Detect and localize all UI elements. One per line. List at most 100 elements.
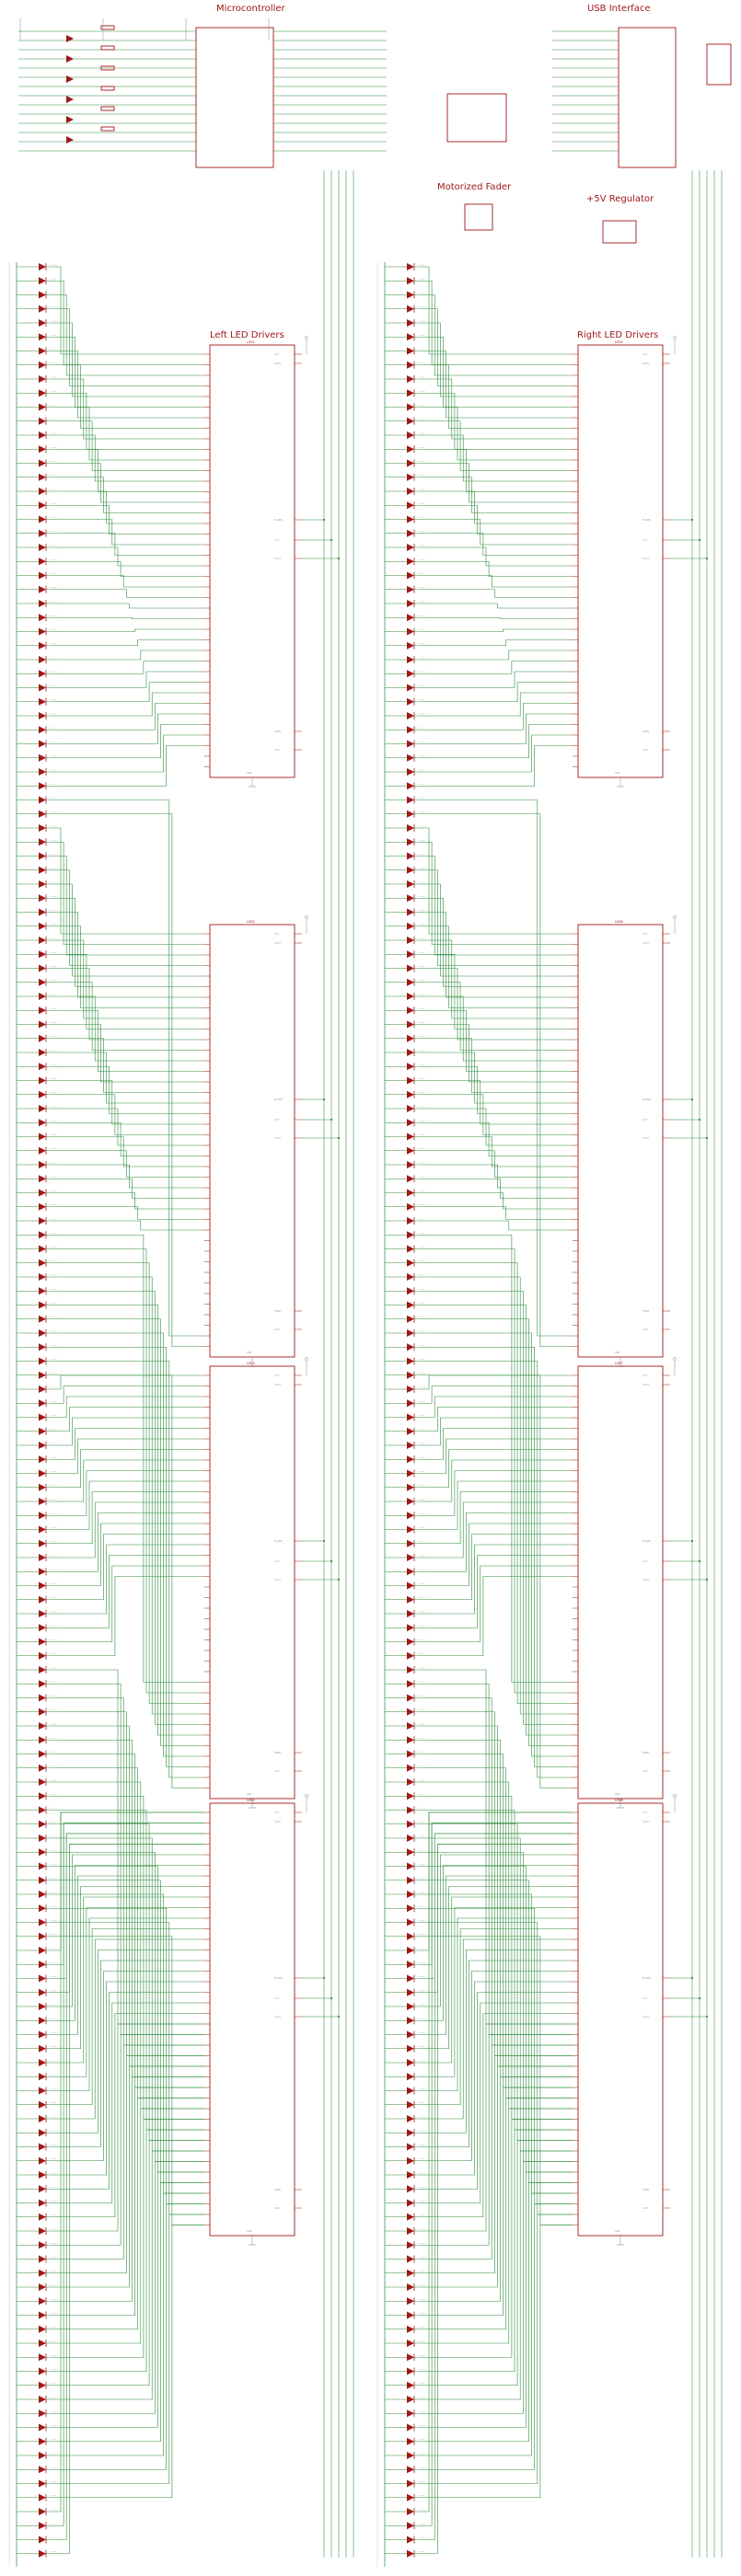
led-icon xyxy=(39,2493,46,2501)
led-icon xyxy=(39,1680,46,1688)
led-icon xyxy=(407,2340,414,2347)
right-led xyxy=(385,1357,573,1778)
led-icon xyxy=(39,2255,46,2263)
led-output-wire xyxy=(46,266,204,355)
led-icon xyxy=(407,1651,414,1660)
title-microcontroller: Microcontroller xyxy=(216,4,286,14)
led-icon xyxy=(407,740,414,748)
left-led xyxy=(17,1928,204,2109)
led-output-wire xyxy=(414,1711,573,2056)
led-output-wire xyxy=(46,1754,204,2088)
right-led xyxy=(385,1938,573,2122)
right-led xyxy=(385,291,573,376)
left-led xyxy=(17,1119,204,1156)
left-led xyxy=(17,361,204,429)
led-icon xyxy=(407,810,414,818)
left-led xyxy=(17,1576,204,1660)
left-led xyxy=(17,614,204,622)
led-icon xyxy=(407,2213,414,2221)
led-icon xyxy=(407,726,414,734)
driver-chip-label: LED2 xyxy=(247,920,255,924)
led-icon xyxy=(407,2241,414,2249)
led-icon xyxy=(39,1961,46,1969)
left-led xyxy=(17,2150,204,2403)
left-led xyxy=(17,1161,204,1189)
right-led xyxy=(385,361,573,429)
led-icon xyxy=(407,1806,414,1814)
led-output-wire xyxy=(46,724,204,759)
right-led xyxy=(385,880,573,977)
right-led xyxy=(385,431,573,482)
led-icon xyxy=(407,1708,414,1716)
right-led xyxy=(385,682,573,706)
led-output-wire xyxy=(414,1971,573,2162)
led-output-wire xyxy=(46,2119,204,2358)
led-icon xyxy=(39,1189,46,1197)
led-output-wire xyxy=(414,1810,573,2131)
left-led xyxy=(17,1386,204,1408)
led-output-wire xyxy=(46,1865,204,2021)
led-icon xyxy=(407,2493,414,2501)
left-led xyxy=(17,1245,204,1694)
led-output-wire xyxy=(414,1346,573,1767)
power-symbol xyxy=(673,336,677,339)
right-led xyxy=(385,544,573,567)
led-icon xyxy=(39,2353,46,2362)
led-output-wire xyxy=(46,1428,204,1460)
led-output-wire xyxy=(46,2108,204,2344)
led-output-wire xyxy=(414,1480,573,1530)
led-icon xyxy=(407,627,414,636)
led-output-wire xyxy=(46,1121,204,1156)
left-led xyxy=(17,852,204,956)
led-icon xyxy=(39,473,46,481)
led-icon xyxy=(39,2283,46,2291)
right-led xyxy=(385,1090,573,1135)
led-icon xyxy=(39,2003,46,2010)
led-output-wire xyxy=(414,322,573,397)
right-led xyxy=(385,852,573,956)
power-symbol xyxy=(305,1357,308,1361)
led-icon xyxy=(407,291,414,299)
led-icon xyxy=(407,1175,414,1183)
bus-junction xyxy=(322,1976,326,1980)
led-output-wire xyxy=(46,1854,204,2007)
right-led xyxy=(385,1992,573,2193)
led-output-wire xyxy=(46,1305,204,1736)
led-output-wire xyxy=(46,1407,204,1432)
led-icon xyxy=(39,2536,46,2544)
control-pin-label: BLANK xyxy=(274,518,283,522)
led-output-wire xyxy=(46,2203,204,2470)
left-led xyxy=(17,1917,204,2095)
control-pin-label: LAT xyxy=(643,1118,648,1121)
led-output-wire xyxy=(414,734,573,773)
led-icon xyxy=(39,1539,46,1547)
led-icon xyxy=(39,319,46,327)
left-led xyxy=(17,488,204,524)
power-symbol xyxy=(305,336,308,339)
right-led xyxy=(385,2161,573,2418)
led-output-wire xyxy=(414,2119,573,2358)
led-icon xyxy=(39,1301,46,1309)
led-output-wire xyxy=(46,504,204,535)
led-output-wire xyxy=(46,1565,204,1642)
control-pin-label: SIN xyxy=(643,2206,648,2210)
driver-bus-wires xyxy=(302,170,723,2558)
left-led xyxy=(17,544,204,567)
control-pin-label: SOUT xyxy=(643,1383,649,1386)
led-output-wire xyxy=(414,1795,573,2120)
right-led xyxy=(385,1523,573,1590)
led-icon xyxy=(39,2115,46,2122)
right-led xyxy=(385,305,573,386)
led-icon xyxy=(39,2437,46,2445)
led-icon xyxy=(407,1750,414,1758)
bus-junction xyxy=(705,1578,709,1581)
led-output-wire xyxy=(414,813,573,1347)
right-led xyxy=(385,1565,573,1646)
control-pin-label: SOUT xyxy=(274,941,281,945)
left-led xyxy=(17,347,204,419)
control-pin-label: XERR xyxy=(643,730,649,733)
led-icon xyxy=(407,978,414,986)
led-output-wire xyxy=(414,692,573,717)
right-led xyxy=(385,2225,573,2501)
